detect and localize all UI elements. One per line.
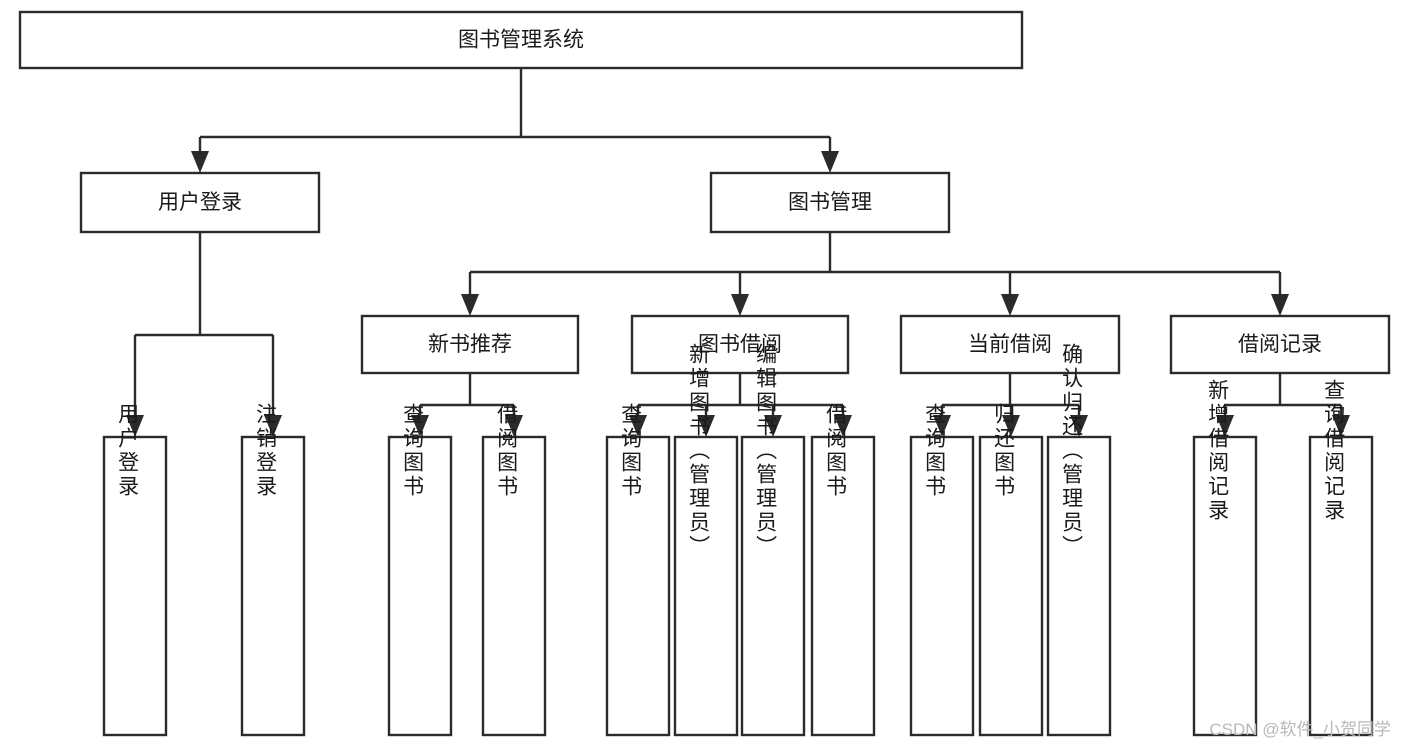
node-label: 编辑图书（管理员） [754, 343, 778, 559]
arrow-head [126, 415, 144, 437]
node-root[interactable]: 图书管理系统 [18, 10, 1024, 70]
node-box[interactable] [1046, 435, 1112, 737]
node-box[interactable] [673, 435, 739, 737]
node-box[interactable] [899, 314, 1121, 375]
arrow-head [191, 151, 209, 173]
node-cb-confirm-return[interactable]: 确认归还（管理员） [1046, 343, 1112, 737]
csdn-watermark: CSDN @软件_小贺同学 [1209, 720, 1391, 739]
node-label: 新增借阅记录 [1206, 379, 1230, 523]
node-br-query-record[interactable]: 查询借阅记录 [1308, 379, 1374, 737]
node-label: 查询图书 [923, 403, 947, 499]
arrow-head [697, 415, 715, 437]
node-user-login-logout[interactable]: 注销登录 [240, 403, 306, 737]
node-label: 新书推荐 [428, 333, 512, 356]
node-nbr-query-book[interactable]: 查询图书 [387, 403, 453, 737]
node-label: 注销登录 [254, 403, 278, 499]
node-bb-query-book[interactable]: 查询图书 [605, 403, 671, 737]
node-label: 图书管理 [788, 191, 872, 214]
node-borrow-record[interactable]: 借阅记录 [1169, 314, 1391, 375]
node-bb-add-book[interactable]: 新增图书（管理员） [673, 343, 739, 737]
node-book-manage[interactable]: 图书管理 [709, 171, 951, 234]
node-box[interactable] [978, 435, 1044, 737]
arrow-head [264, 415, 282, 437]
node-box[interactable] [387, 435, 453, 737]
arrow-head [1271, 294, 1289, 316]
node-box[interactable] [18, 10, 1024, 70]
arrow-head [764, 415, 782, 437]
node-box[interactable] [909, 435, 975, 737]
node-label: 新增图书（管理员） [687, 343, 711, 559]
node-label: 用户登录 [158, 191, 242, 214]
node-label: 借阅图书 [824, 403, 848, 499]
node-box[interactable] [481, 435, 547, 737]
node-label: 借阅图书 [495, 403, 519, 499]
node-label: 查询借阅记录 [1322, 379, 1346, 523]
node-label: 用户登录 [116, 403, 140, 499]
node-label: 图书借阅 [698, 333, 782, 356]
node-box[interactable] [79, 171, 321, 234]
node-box[interactable] [1308, 435, 1374, 737]
node-br-add-record[interactable]: 新增借阅记录 [1192, 379, 1258, 737]
connectors-layer [126, 68, 1350, 437]
arrow-head [1216, 415, 1234, 437]
node-label: 当前借阅 [968, 333, 1052, 356]
node-user-login[interactable]: 用户登录 [79, 171, 321, 234]
arrow-head [933, 415, 951, 437]
node-box[interactable] [630, 314, 850, 375]
arrow-head [411, 415, 429, 437]
nodes-layer: 图书管理系统用户登录图书管理用户登录注销登录新书推荐查询图书借阅图书图书借阅查询… [18, 10, 1391, 737]
node-bb-edit-book[interactable]: 编辑图书（管理员） [740, 343, 806, 737]
node-label: 查询图书 [401, 403, 425, 499]
node-box[interactable] [605, 435, 671, 737]
node-bb-borrow-book[interactable]: 借阅图书 [810, 403, 876, 737]
arrow-head [821, 151, 839, 173]
arrow-head [1002, 415, 1020, 437]
node-box[interactable] [709, 171, 951, 234]
node-label: 查询图书 [619, 403, 643, 499]
node-box[interactable] [360, 314, 580, 375]
arrow-head [834, 415, 852, 437]
node-current-borrow[interactable]: 当前借阅 [899, 314, 1121, 375]
arrow-head [1070, 415, 1088, 437]
node-box[interactable] [810, 435, 876, 737]
node-book-borrow[interactable]: 图书借阅 [630, 314, 850, 375]
node-box[interactable] [240, 435, 306, 737]
node-box[interactable] [1192, 435, 1258, 737]
node-cb-query-book[interactable]: 查询图书 [909, 403, 975, 737]
arrow-head [505, 415, 523, 437]
arrow-head [629, 415, 647, 437]
arrow-head [461, 294, 479, 316]
node-label: 图书管理系统 [458, 29, 584, 52]
node-box[interactable] [1169, 314, 1391, 375]
node-cb-return-book[interactable]: 归还图书 [978, 403, 1044, 737]
node-label: 借阅记录 [1238, 333, 1322, 356]
node-label: 确认归还（管理员） [1060, 343, 1084, 559]
arrow-head [731, 294, 749, 316]
arrow-head [1001, 294, 1019, 316]
arrow-head [1332, 415, 1350, 437]
node-box[interactable] [102, 435, 168, 737]
node-nbr-borrow-book[interactable]: 借阅图书 [481, 403, 547, 737]
node-new-book-recommend[interactable]: 新书推荐 [360, 314, 580, 375]
node-user-login-login[interactable]: 用户登录 [102, 403, 168, 737]
node-box[interactable] [740, 435, 806, 737]
node-label: 归还图书 [992, 403, 1016, 499]
